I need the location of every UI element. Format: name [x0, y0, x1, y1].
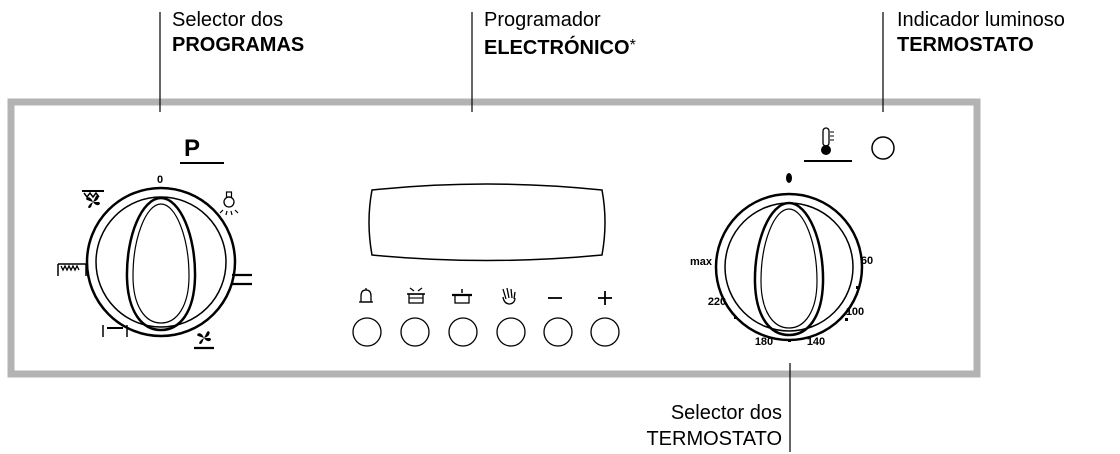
defrost-icon: [232, 273, 252, 286]
fan-grill-top-icon: [82, 190, 104, 209]
end-time-button[interactable]: [448, 317, 478, 347]
callout-electronic-programmer-line1: Programador: [484, 9, 601, 31]
thermostat-off-marker: [786, 173, 792, 183]
callout-electronic-programmer: Programador ELECTRÓNICO*: [484, 8, 636, 61]
plus-icon: [598, 291, 612, 305]
programmer-display: [368, 183, 606, 262]
thermostat-selector-knob[interactable]: [714, 192, 864, 342]
callout-electronic-programmer-line2: ELECTRÓNICO: [484, 37, 630, 59]
callout-program-selector-line2: PROGRAMAS: [172, 34, 305, 56]
thermometer-icon: [821, 127, 834, 155]
thermostat-label-max: max: [690, 256, 713, 268]
end-time-icon: [452, 289, 472, 304]
cooking-time-icon: [407, 287, 425, 304]
callout-program-selector-line1: Selector dos: [172, 9, 284, 31]
program-zero-label: 0: [157, 174, 163, 186]
plus-button[interactable]: [590, 317, 620, 347]
callout-thermostat-light-line1: Indicador luminoso: [897, 9, 1065, 31]
callout-footnote-mark: *: [629, 37, 636, 54]
thermostat-label-100: 100: [846, 306, 864, 318]
cooking-time-button[interactable]: [400, 317, 430, 347]
thermostat-label-140: 140: [807, 336, 825, 348]
fan-bottom-icon: [194, 331, 214, 350]
control-panel-frame: [7, 98, 981, 378]
top-heat-icon: [57, 263, 87, 276]
thermostat-label-60: 60: [861, 255, 873, 267]
program-header-letter: P: [184, 135, 200, 162]
hand-icon: [502, 287, 516, 305]
thermostat-tick: [845, 318, 848, 321]
manual-button[interactable]: [496, 317, 526, 347]
callout-thermostat-light: Indicador luminoso TERMOSTATO: [897, 8, 1065, 58]
callout-thermostat-selector-line1: Selector dos: [670, 402, 782, 424]
alarm-button[interactable]: [352, 317, 382, 347]
thermostat-tick: [856, 286, 859, 289]
callout-thermostat-light-line2: TERMOSTATO: [897, 34, 1034, 56]
thermostat-tick: [734, 316, 737, 319]
thermostat-label-220: 220: [708, 296, 726, 308]
callout-thermostat-selector: Selector dos TERMOSTATO: [646, 400, 782, 452]
bottom-heat-icon: [102, 325, 128, 337]
thermostat-tick: [788, 339, 791, 342]
callout-thermostat-selector-line2: TERMOSTATO: [646, 428, 782, 450]
bell-icon: [359, 288, 373, 303]
thermostat-label-180: 180: [755, 336, 773, 348]
thermostat-indicator-light: [871, 136, 895, 160]
lamp-icon: [219, 191, 239, 216]
minus-button[interactable]: [543, 317, 573, 347]
program-selector-knob[interactable]: [85, 186, 237, 338]
callout-program-selector: Selector dos PROGRAMAS: [172, 8, 304, 58]
